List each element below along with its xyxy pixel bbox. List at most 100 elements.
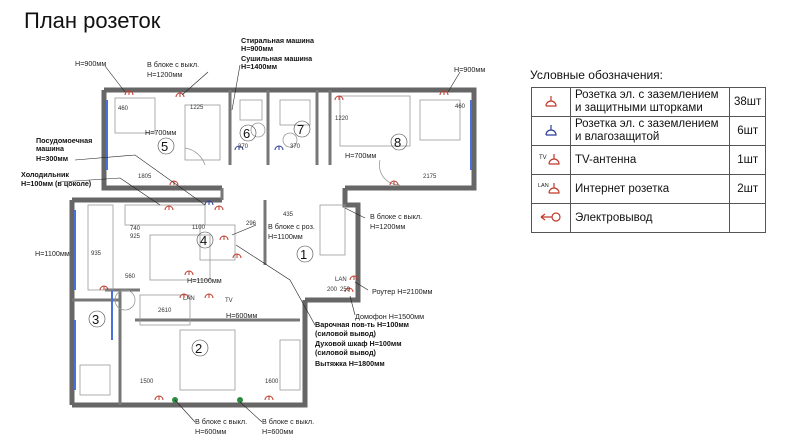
- electrical-outlet-icon: [531, 203, 571, 233]
- dimension-label: 1220: [335, 116, 349, 122]
- annotation-dryer: Сушильная машина: [241, 54, 313, 63]
- annotation-dishwasher: Посудомоечная: [36, 136, 92, 145]
- socket-markers: [99, 90, 449, 401]
- annotation-dryer-h: H=1400мм: [241, 62, 277, 71]
- dimension-label: 2175: [423, 174, 437, 180]
- room-number: 1: [300, 247, 307, 262]
- annotation-block-bottom-right-h: H=600мм: [262, 427, 293, 436]
- room-number: 2: [195, 341, 202, 356]
- annotation-block-rose-h: H=1100мм: [268, 232, 303, 241]
- annotation-h900-right: H=900мм: [454, 65, 485, 74]
- legend-desc: TV-антенна: [570, 145, 730, 175]
- legend-desc: Электровывод: [570, 203, 730, 233]
- tag-lan-2: LAN: [335, 277, 347, 283]
- annotation-block-bottom-left-h: H=600мм: [195, 427, 226, 436]
- annotation-block-bottom-left: В блоке с выкл.: [195, 417, 247, 426]
- legend-count: 38шт: [728, 87, 767, 117]
- annotation-block-switch-h: H=1200мм: [147, 70, 182, 79]
- furniture: [79, 95, 461, 396]
- room-number: 7: [297, 122, 304, 137]
- annotation-hob-2: (силовой вывод): [315, 329, 377, 338]
- dimension-label: 435: [283, 212, 294, 218]
- legend-count: 6шт: [728, 116, 767, 146]
- dimension-label: 1225: [190, 105, 204, 111]
- annotations: H=900мм H=900мм В блоке с выкл. H=1200мм…: [21, 36, 485, 436]
- svg-text:TV: TV: [539, 155, 547, 161]
- legend-count: 2шт: [728, 174, 767, 204]
- legend-desc: Интернет розетка: [570, 174, 730, 204]
- room-number: 3: [92, 312, 99, 327]
- tag-tv: TV: [225, 298, 233, 304]
- dimension-label: 250: [340, 287, 351, 293]
- dimension-label: 935: [91, 251, 102, 257]
- annotation-hood: Вытяжка H=1800мм: [315, 359, 385, 368]
- annotation-block-hall-h: H=1200мм: [370, 222, 405, 231]
- annotation-block-hall: В блоке с выкл.: [370, 212, 422, 221]
- dimension-label: 370: [290, 144, 301, 150]
- annotation-block-bottom-right: В блоке с выкл.: [262, 417, 314, 426]
- annotation-h700-left: H=700мм: [145, 128, 176, 137]
- annotation-h600: H=600мм: [226, 311, 257, 320]
- legend-row: LAN Интернет розетка 2шт: [531, 174, 767, 204]
- room-number: 5: [161, 139, 168, 154]
- legend-count: 1шт: [728, 145, 767, 175]
- dimension-label: 740: [130, 226, 141, 232]
- dimension-label: 1600: [265, 379, 279, 385]
- room-numbers: 5 6 7 8 4 1 3 2: [88, 120, 408, 357]
- dimension-label: 1100: [192, 225, 206, 231]
- annotation-h700-right: H=700мм: [345, 151, 376, 160]
- annotation-h1100-mid: H=1100мм: [187, 276, 222, 285]
- annotation-h1100-left: H=1100мм: [35, 249, 70, 258]
- annotation-oven: Духовой шкаф H=100мм: [315, 339, 402, 348]
- legend-row: TV TV-антенна 1шт: [531, 145, 767, 175]
- socket-grounded-shutters-icon: [531, 87, 571, 117]
- annotation-dishwasher-h: H=300мм: [36, 154, 68, 163]
- dimension-label: 925: [130, 234, 141, 240]
- dimension-label: 370: [238, 144, 249, 150]
- annotation-washer: Стиральная машина: [241, 36, 315, 45]
- socket-grounded-waterproof-icon: [531, 116, 571, 146]
- room-number: 8: [394, 135, 401, 150]
- internet-socket-icon: LAN: [531, 174, 571, 204]
- annotation-oven-2: (силовой вывод): [315, 348, 377, 357]
- legend-heading: Условные обозначения:: [530, 68, 663, 82]
- annotation-block-rose: В блоке с роз.: [268, 222, 315, 231]
- tv-antenna-icon: TV: [531, 145, 571, 175]
- exterior-walls: [69, 87, 477, 408]
- leader-lines: [59, 64, 461, 423]
- dimension-label: 460: [118, 106, 129, 112]
- interior-walls: [72, 90, 332, 405]
- legend-row: Электровывод: [531, 203, 767, 233]
- annotation-fridge: Холодильник: [21, 170, 69, 179]
- waterproof-sockets: [204, 145, 284, 206]
- annotation-h900-left: H=900мм: [75, 59, 106, 68]
- room-number: 4: [200, 233, 207, 248]
- annotation-fridge-h: H=100мм (в цоколе): [21, 179, 92, 188]
- green-outlets: [172, 397, 243, 403]
- dimension-label: 1500: [140, 379, 154, 385]
- legend-count: [728, 203, 767, 233]
- annotation-router: Роутер H=2100мм: [372, 287, 433, 296]
- annotation-hob: Варочная пов-ть H=100мм: [315, 320, 409, 329]
- dimensions: 1225 460 460 1805 2175 1100 740 925 560 …: [91, 104, 466, 385]
- annotation-dishwasher-2: машина: [36, 144, 65, 153]
- annotation-intercom: Домофон H=1500мм: [355, 312, 424, 321]
- dimension-label: 1805: [138, 174, 152, 180]
- dimension-label: 2610: [158, 308, 172, 314]
- svg-text:LAN: LAN: [538, 183, 549, 189]
- dimension-label: 200: [327, 287, 338, 293]
- dimension-label: 296: [246, 221, 257, 227]
- annotation-block-switch: В блоке с выкл.: [147, 60, 199, 69]
- room-number: 6: [243, 126, 250, 141]
- windows: [74, 100, 472, 390]
- dimension-label: 560: [125, 274, 136, 280]
- annotation-washer-h: H=900мм: [241, 44, 273, 53]
- tag-lan: LAN: [183, 296, 195, 302]
- dimension-label: 460: [455, 104, 466, 110]
